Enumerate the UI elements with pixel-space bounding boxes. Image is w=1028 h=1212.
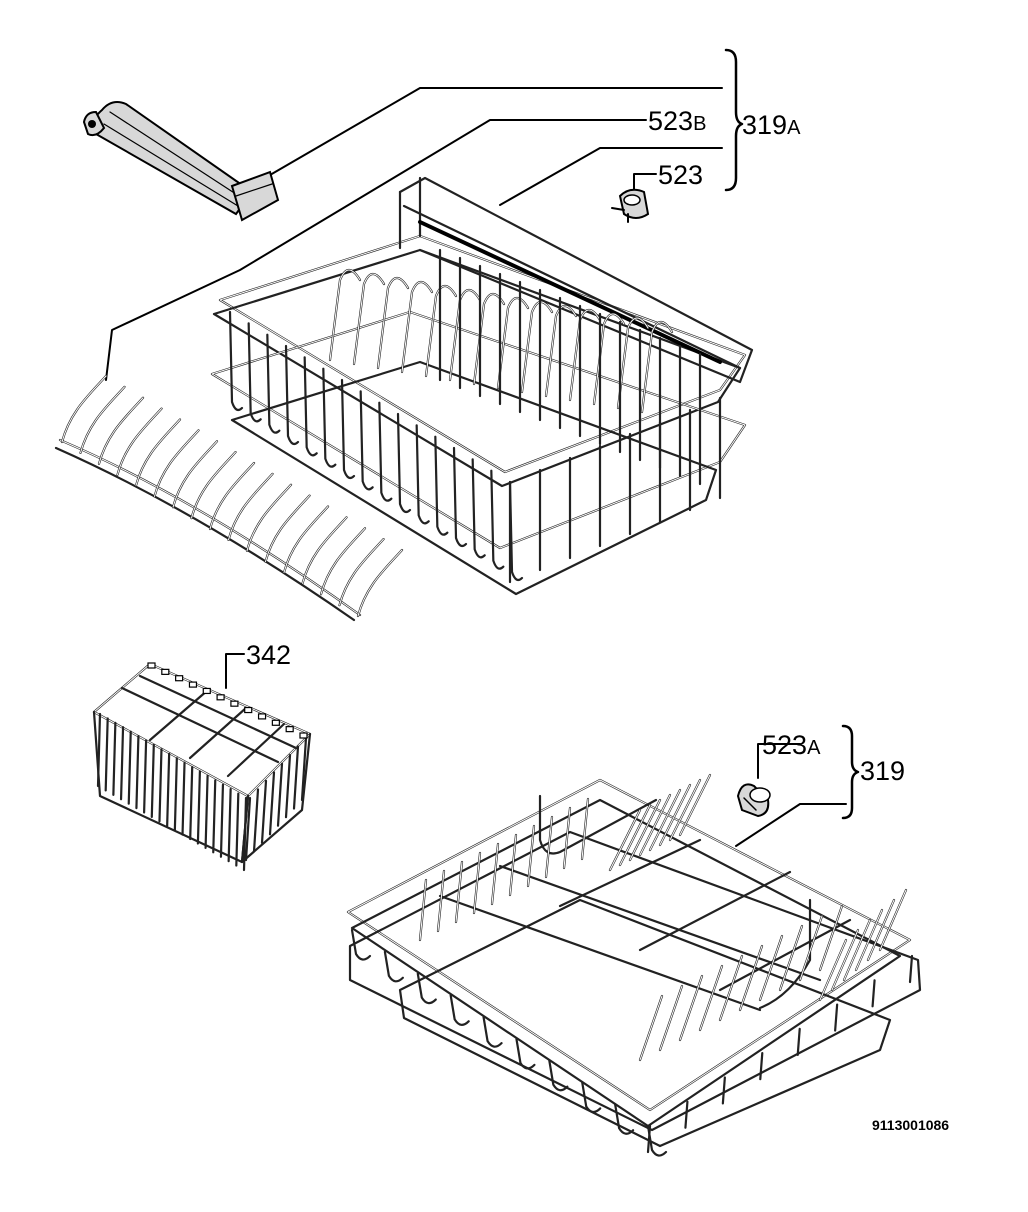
clip-523-part	[611, 188, 650, 223]
svg-text:342: 342	[246, 640, 291, 670]
spray-arm-part	[82, 101, 280, 222]
lower-basket	[346, 773, 922, 1157]
label-342: 342	[246, 640, 291, 670]
label-523: 523	[658, 160, 703, 190]
leader-lines	[105, 48, 860, 847]
document-number: 9113001086	[872, 1117, 949, 1133]
svg-text:523B: 523B	[648, 106, 706, 136]
svg-text:319: 319	[860, 756, 905, 786]
label-319a: 319A	[742, 110, 801, 140]
label-523b: 523B	[648, 106, 706, 136]
label-319: 319	[860, 756, 905, 786]
svg-text:523A: 523A	[762, 730, 821, 760]
upper-basket	[210, 176, 754, 596]
wheel-523a-part	[736, 783, 771, 818]
svg-text:523: 523	[658, 160, 703, 190]
label-523a: 523A	[762, 730, 821, 760]
cutlery-basket	[92, 662, 312, 872]
folding-tine-rack	[54, 374, 404, 622]
svg-text:319A: 319A	[742, 110, 801, 140]
